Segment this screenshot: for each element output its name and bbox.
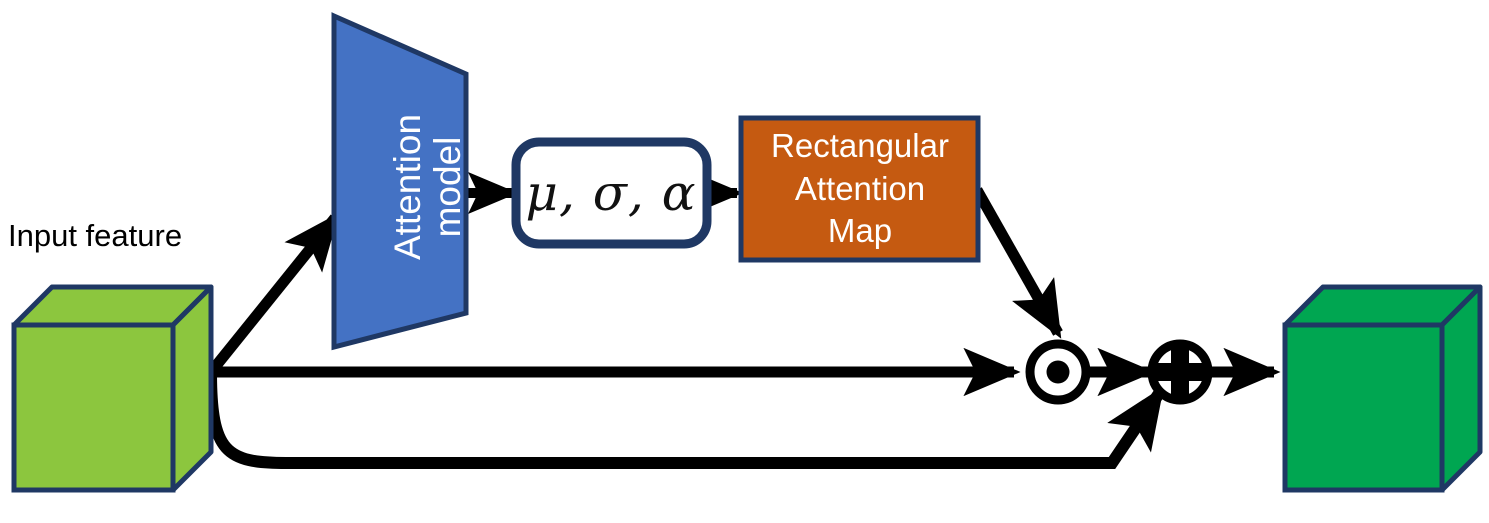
- add-operator-plus-vertical: [1171, 347, 1189, 397]
- output-cube-side-face: [1439, 284, 1483, 493]
- input-feature-cube: [11, 284, 214, 493]
- rectangular-attention-map-box: [738, 115, 981, 263]
- output-cube-front-face: [1282, 322, 1445, 493]
- multiply-operator-dot: [1046, 360, 1070, 384]
- parameters-box: [511, 137, 712, 249]
- edge-input-skip-to-add: [205, 371, 1165, 469]
- input-cube-side-face: [170, 284, 214, 493]
- input-feature-label: Input feature: [8, 218, 183, 253]
- input-cube-front-face: [11, 322, 176, 493]
- output-feature-cube: [1282, 284, 1483, 493]
- attention-model-trapezoid: [331, 12, 469, 351]
- elementwise-multiply-operator: [1025, 339, 1091, 405]
- elementwise-add-operator: [1147, 339, 1213, 405]
- edge-input-to-attention-model: [206, 212, 340, 376]
- edge-attention-map-to-multiply: [972, 187, 1063, 339]
